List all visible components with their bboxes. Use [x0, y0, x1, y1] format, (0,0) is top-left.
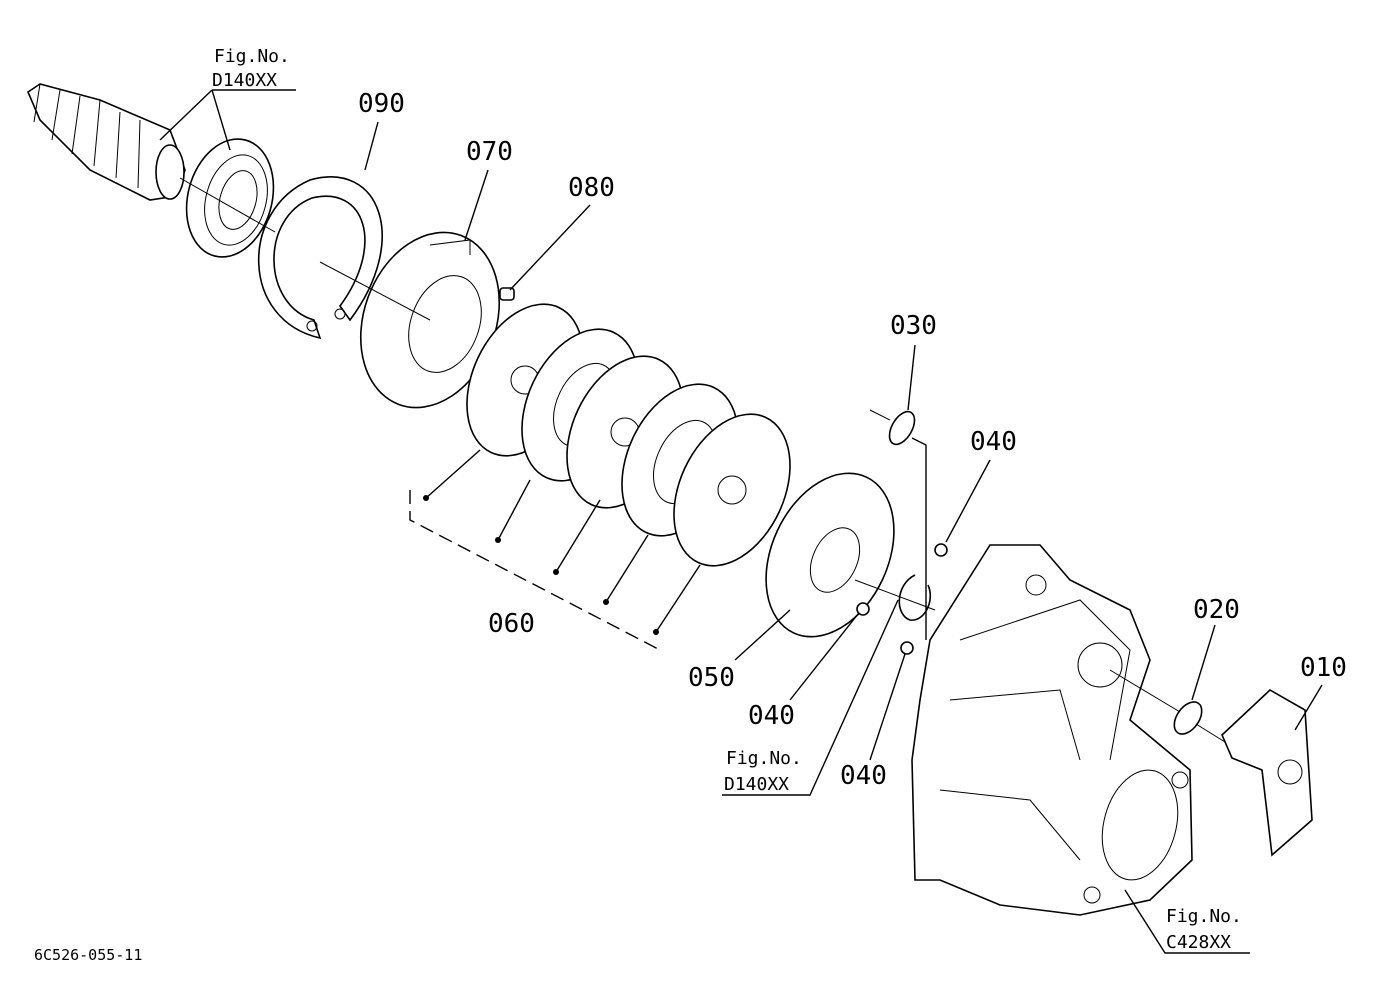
part-label-060: 060	[488, 609, 535, 639]
ball-040-upper	[934, 543, 948, 557]
clutch-disc-3	[673, 413, 791, 567]
fig-ref-bottom-right-code: C428XX	[1166, 932, 1231, 953]
fig-ref-top-left-label: Fig.No.	[214, 46, 290, 67]
drawing-code: 6C526-055-11	[34, 946, 142, 964]
pressure-plate-050	[765, 472, 895, 638]
part-label-040-lower: 040	[840, 761, 887, 791]
input-shaft	[27, 83, 186, 201]
part-label-070: 070	[466, 137, 513, 167]
lever-shaft-010	[1221, 689, 1313, 857]
fig-ref-middle-label: Fig.No.	[726, 748, 802, 769]
part-label-050: 050	[688, 663, 735, 693]
fig-ref-top-left-code: D140XX	[212, 70, 277, 91]
part-label-030: 030	[890, 311, 937, 341]
part-label-010: 010	[1300, 653, 1347, 683]
leader-lines	[159, 89, 1323, 954]
o-ring-020	[1173, 701, 1203, 735]
ball-040-middle	[856, 602, 870, 616]
pin-080	[499, 287, 515, 301]
part-label-040-middle: 040	[748, 701, 795, 731]
part-label-090: 090	[358, 89, 405, 119]
ball-040-lower	[900, 641, 914, 655]
bearing	[185, 138, 275, 258]
part-label-040-upper: 040	[970, 427, 1017, 457]
snap-ring-090	[257, 176, 383, 340]
fig-ref-bottom-right-label: Fig.No.	[1166, 906, 1242, 927]
part-label-080: 080	[568, 173, 615, 203]
fig-ref-middle-code: D140XX	[724, 774, 789, 795]
o-ring-030	[888, 410, 916, 446]
part-label-020: 020	[1193, 595, 1240, 625]
circlip	[898, 574, 932, 621]
transmission-housing	[911, 544, 1193, 916]
